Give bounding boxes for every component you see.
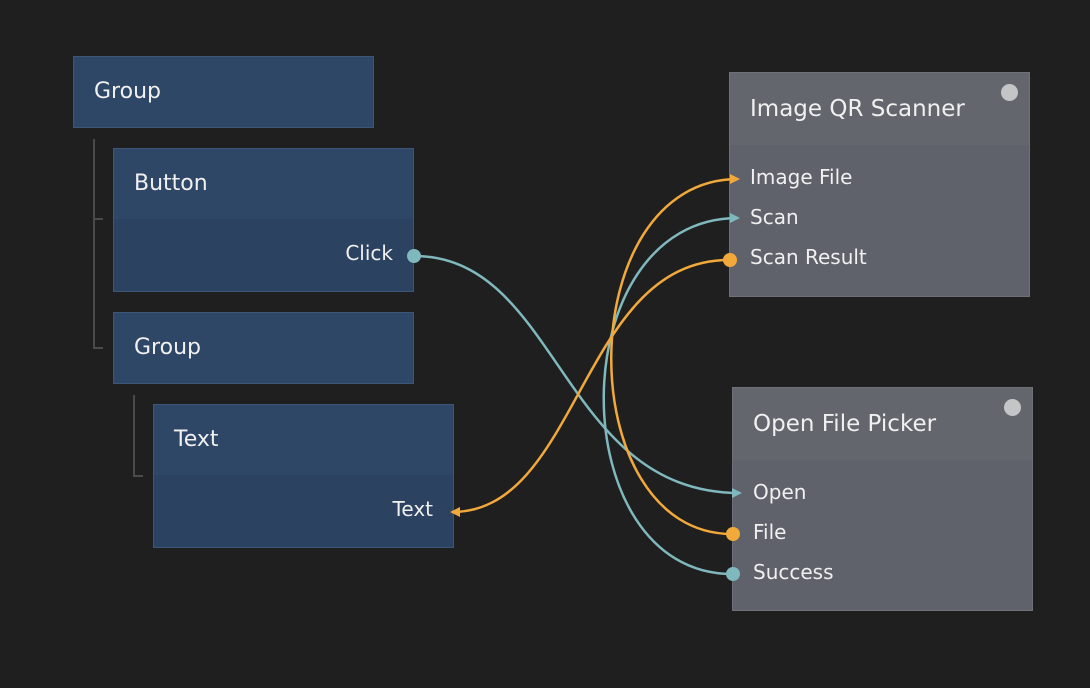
status-indicator-icon (1001, 84, 1018, 101)
button-node[interactable]: Button Click (113, 148, 414, 292)
port-dot-file[interactable] (726, 527, 740, 541)
port-dot-scan-result[interactable] (723, 253, 737, 267)
port-dot-success[interactable] (726, 567, 740, 581)
status-indicator-icon (1004, 399, 1021, 416)
wire-success-to-scan[interactable] (602, 213, 740, 576)
node-body: Image File Scan Scan Result (730, 145, 1029, 296)
node-title: Group (134, 335, 201, 360)
port-label-click: Click (345, 241, 393, 265)
text-node[interactable]: Text Text (153, 404, 454, 548)
port-label-scan-result: Scan Result (750, 245, 867, 269)
port-label-scan: Scan (750, 205, 799, 229)
node-title: Image QR Scanner (750, 96, 965, 122)
tree-line-group2 (133, 395, 135, 477)
tree-branch-button (93, 218, 103, 220)
port-label-image-file: Image File (750, 165, 853, 189)
node-title: Group (94, 79, 161, 104)
tree-line-group1 (93, 139, 95, 349)
tree-branch-text (133, 475, 143, 477)
node-body: Click (114, 219, 413, 291)
image-qr-scanner-node[interactable]: Image QR Scanner Image File Scan Scan Re… (729, 72, 1030, 297)
wire-scan-result-to-text[interactable] (450, 258, 730, 517)
node-title: Button (134, 171, 208, 196)
wire-file-to-image-file[interactable] (610, 174, 740, 536)
open-file-picker-node[interactable]: Open File Picker Open File Success (732, 387, 1033, 611)
tree-branch-group2 (93, 347, 103, 349)
group-node-child[interactable]: Group (113, 312, 414, 384)
port-label-file: File (753, 520, 787, 544)
node-title: Text (174, 427, 219, 452)
port-label-text: Text (392, 497, 433, 521)
node-title: Open File Picker (753, 411, 937, 437)
node-body: Text (154, 475, 453, 547)
port-dot-click[interactable] (407, 249, 421, 263)
port-label-success: Success (753, 560, 834, 584)
wire-click-to-open[interactable] (413, 254, 742, 498)
group-node-root[interactable]: Group (73, 56, 374, 128)
port-label-open: Open (753, 480, 807, 504)
node-body: Open File Success (733, 460, 1032, 610)
